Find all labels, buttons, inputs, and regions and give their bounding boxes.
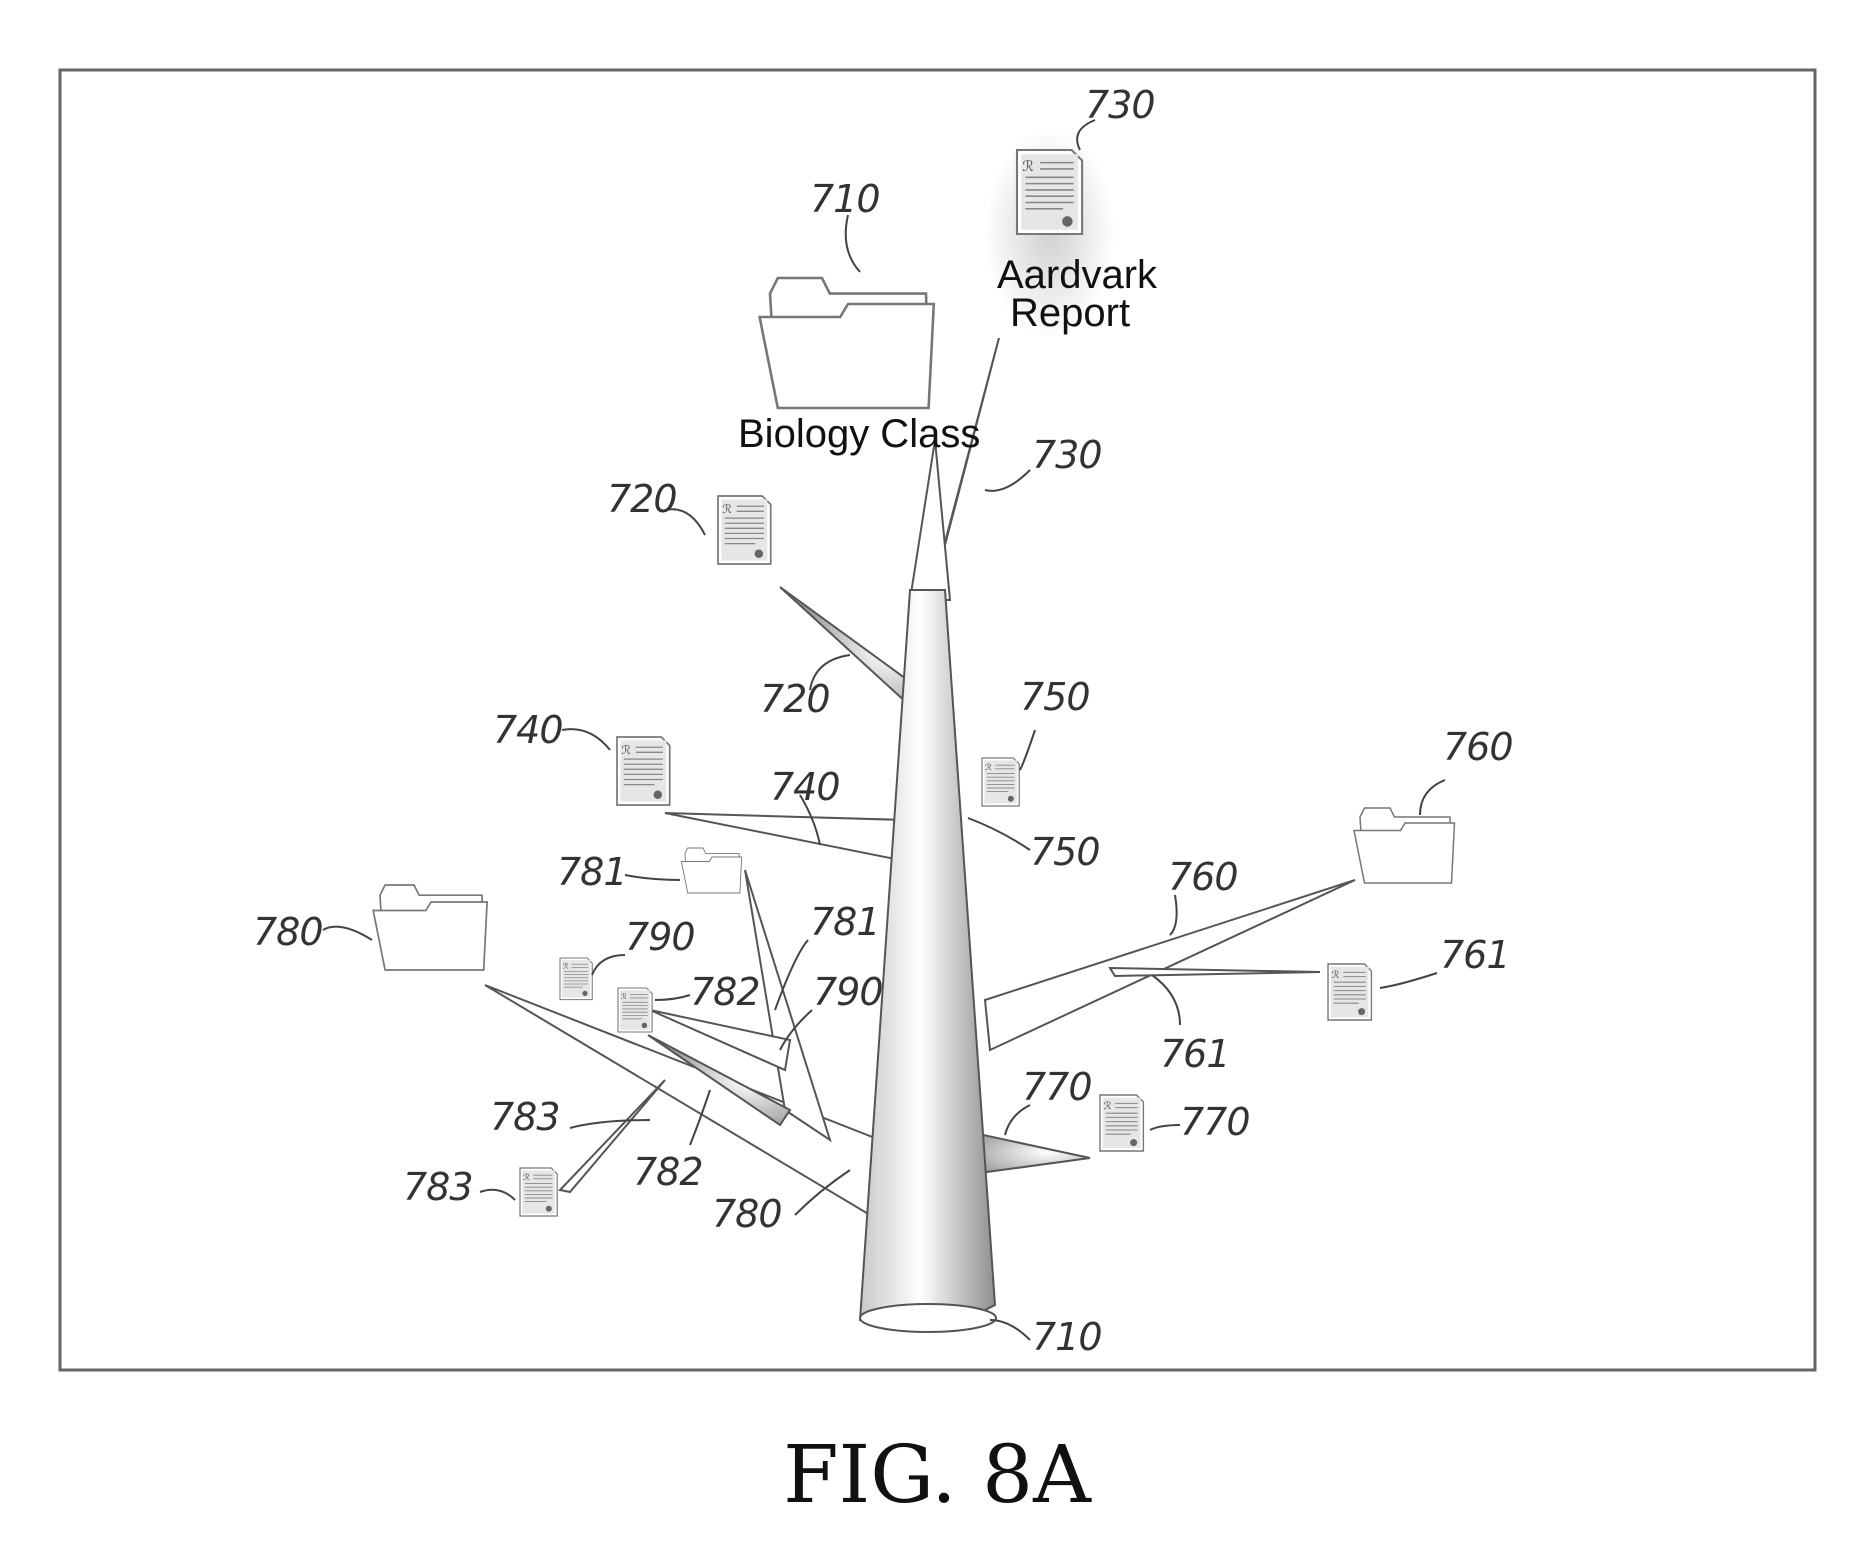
folder-icon-781 xyxy=(681,848,741,893)
ref-760-folder: 760 xyxy=(1443,725,1513,769)
leader-782-doc xyxy=(655,995,690,1000)
document-icon-761 xyxy=(1328,964,1371,1020)
document-icon-740 xyxy=(617,737,670,805)
figure-label: FIG. 8A xyxy=(783,1428,1092,1521)
document-icon-790 xyxy=(560,958,592,1000)
leader-760-folder xyxy=(1420,780,1445,815)
leader-750-doc xyxy=(1020,730,1035,770)
document-icon-750 xyxy=(982,758,1019,806)
ref-790-doc: 790 xyxy=(625,915,695,959)
ref-740-branch: 740 xyxy=(770,765,840,809)
leader-781-branch xyxy=(775,940,808,1010)
leader-730-branch xyxy=(985,470,1030,491)
ref-720-branch: 720 xyxy=(760,677,830,721)
leader-710-trunk xyxy=(990,1320,1030,1340)
ref-760-branch: 760 xyxy=(1168,855,1238,899)
leader-770-branch xyxy=(1005,1105,1030,1135)
ref-730-doc: 730 xyxy=(1085,83,1155,127)
leader-740-doc xyxy=(562,729,610,750)
leader-790-doc xyxy=(592,955,625,975)
ref-730-branch: 730 xyxy=(1032,433,1102,477)
biology-class-label: Biology Class xyxy=(738,412,980,456)
folder-icon-780 xyxy=(373,885,487,970)
leader-761-doc xyxy=(1380,973,1437,988)
leader-710-folder xyxy=(846,215,860,272)
ref-783-branch: 783 xyxy=(490,1095,560,1139)
aardvark-label-line2: Report xyxy=(1010,291,1130,335)
ref-770-branch: 770 xyxy=(1022,1065,1092,1109)
document-icon-770 xyxy=(1100,1095,1143,1151)
branch-761 xyxy=(1110,968,1320,976)
ref-710-folder: 710 xyxy=(810,177,880,221)
document-icon-783 xyxy=(520,1168,557,1216)
document-icon-720 xyxy=(718,496,771,564)
ref-781-branch: 781 xyxy=(810,900,880,944)
ref-740-doc: 740 xyxy=(493,708,563,752)
folder-icon-710 xyxy=(760,278,934,408)
ref-790-branch: 790 xyxy=(813,970,883,1014)
ref-710-trunk: 710 xyxy=(1032,1315,1102,1359)
ref-750-branch: 750 xyxy=(1030,830,1100,874)
folder-icon-760 xyxy=(1354,808,1455,883)
leader-770-doc xyxy=(1150,1125,1180,1130)
leader-761-branch xyxy=(1152,975,1180,1025)
branch-760 xyxy=(985,880,1355,1050)
leader-750-branch xyxy=(968,818,1030,850)
ref-770-doc: 770 xyxy=(1180,1100,1250,1144)
ref-780-folder: 780 xyxy=(253,910,323,954)
document-icon-730 xyxy=(1017,150,1082,234)
ref-761-doc: 761 xyxy=(1440,933,1510,977)
ref-780-branch: 780 xyxy=(712,1192,782,1236)
ref-781-folder: 781 xyxy=(557,850,627,894)
leader-783-branch xyxy=(570,1120,650,1128)
ref-782-doc: 782 xyxy=(690,970,760,1014)
trunk-710 xyxy=(860,590,995,1327)
document-icon-782 xyxy=(618,988,652,1032)
leader-783-doc xyxy=(480,1190,515,1200)
ref-783-doc: 783 xyxy=(403,1165,473,1209)
trunk-top xyxy=(910,440,950,600)
leader-780-folder xyxy=(323,927,372,940)
ref-782-branch: 782 xyxy=(633,1150,703,1194)
ref-720-doc: 720 xyxy=(607,477,677,521)
ref-761-branch: 761 xyxy=(1160,1032,1230,1076)
leader-760-branch xyxy=(1170,895,1177,935)
leader-781-folder xyxy=(625,875,680,880)
ref-750-doc: 750 xyxy=(1020,675,1090,719)
